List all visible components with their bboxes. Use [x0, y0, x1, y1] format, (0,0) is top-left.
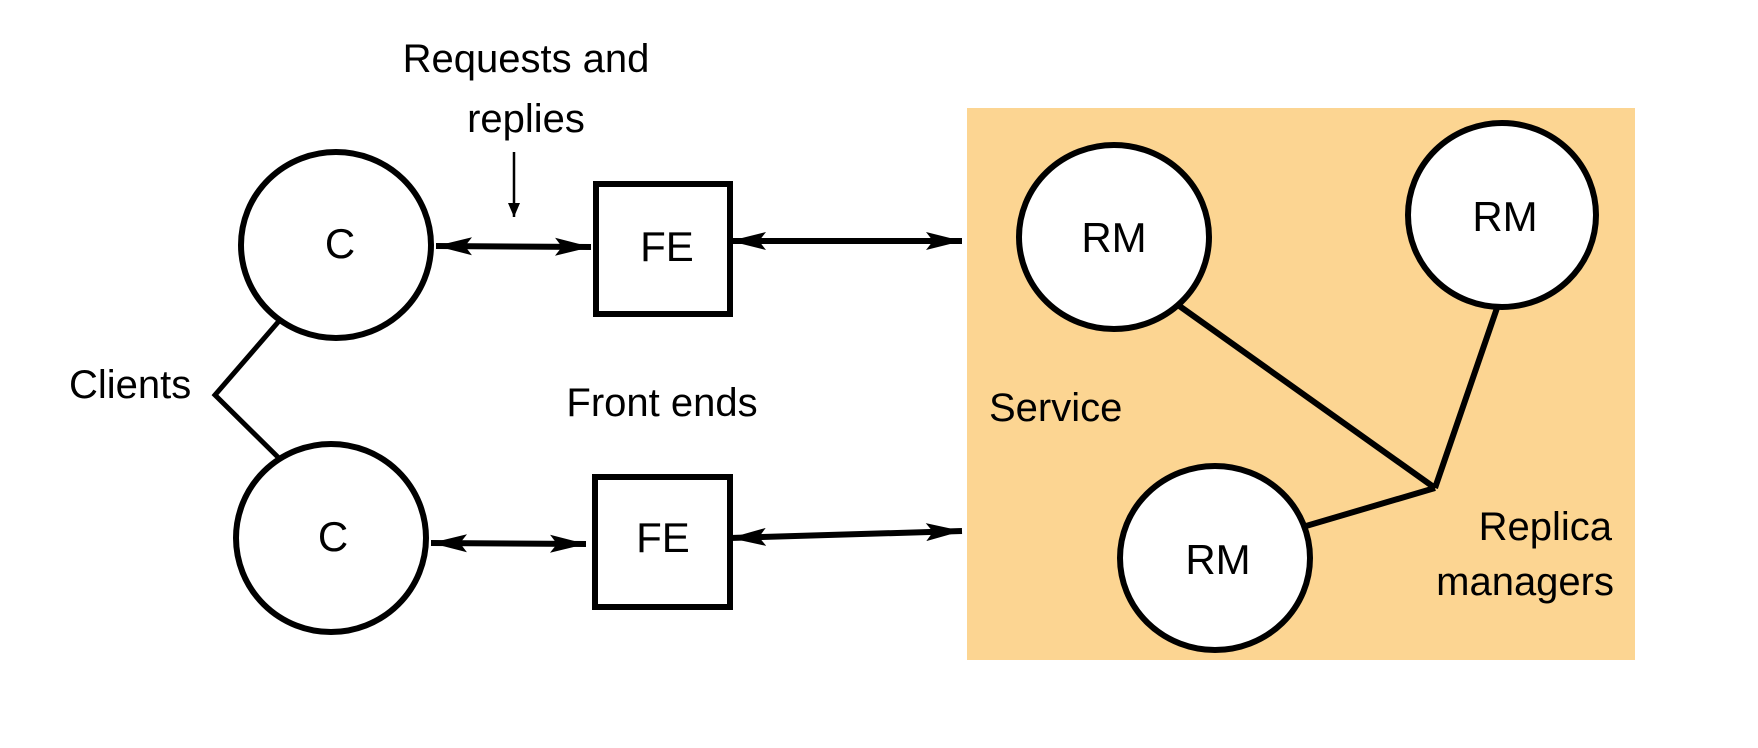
- front-end-node-1: FE: [593, 181, 733, 317]
- replica-connectors: [1176, 302, 1500, 529]
- rm3-connector: [1305, 485, 1436, 529]
- rm1-connector: [1176, 302, 1437, 491]
- replica-manager-label: RM: [1081, 214, 1146, 261]
- client-circle: [233, 441, 429, 635]
- replica-manager-label: RM: [1472, 193, 1537, 240]
- replica-manager-label: RM: [1185, 536, 1250, 583]
- client-node-1: C: [238, 149, 434, 341]
- front-ends-label: Front ends: [566, 381, 757, 425]
- client2-fe2-arrow: [430, 534, 587, 553]
- replica-manager-circle: [1016, 142, 1212, 332]
- replica-manager-node-1: RM: [1016, 142, 1212, 332]
- client-label: C: [318, 513, 348, 560]
- client-circle: [238, 149, 434, 341]
- front-end-node-2: FE: [592, 474, 733, 610]
- replica-managers-label-line1: Replica: [1479, 505, 1613, 549]
- front-end-label: FE: [640, 223, 694, 270]
- request-reply-arrows: [430, 232, 963, 553]
- requests-label-line2: replies: [467, 97, 585, 141]
- replica-manager-circle: [1117, 463, 1313, 653]
- clients-bracket: [211, 304, 294, 473]
- front-end-box: [592, 474, 733, 610]
- clients-label: Clients: [69, 363, 191, 407]
- rm2-connector: [1432, 307, 1500, 489]
- replica-manager-node-2: RM: [1405, 120, 1599, 310]
- replica-manager-node-3: RM: [1117, 463, 1313, 653]
- requests-label-line1: Requests and: [403, 37, 650, 81]
- client-label: C: [325, 220, 355, 267]
- client-node-2: C: [233, 441, 429, 635]
- front-end-label: FE: [636, 514, 690, 561]
- client1-fe1-arrow: [435, 237, 592, 256]
- replica-manager-circle: [1405, 120, 1599, 310]
- service-label: Service: [989, 386, 1122, 430]
- fe2-service-arrow: [729, 523, 963, 546]
- front-end-box: [593, 181, 733, 317]
- replica-managers-label-line2: managers: [1436, 560, 1614, 604]
